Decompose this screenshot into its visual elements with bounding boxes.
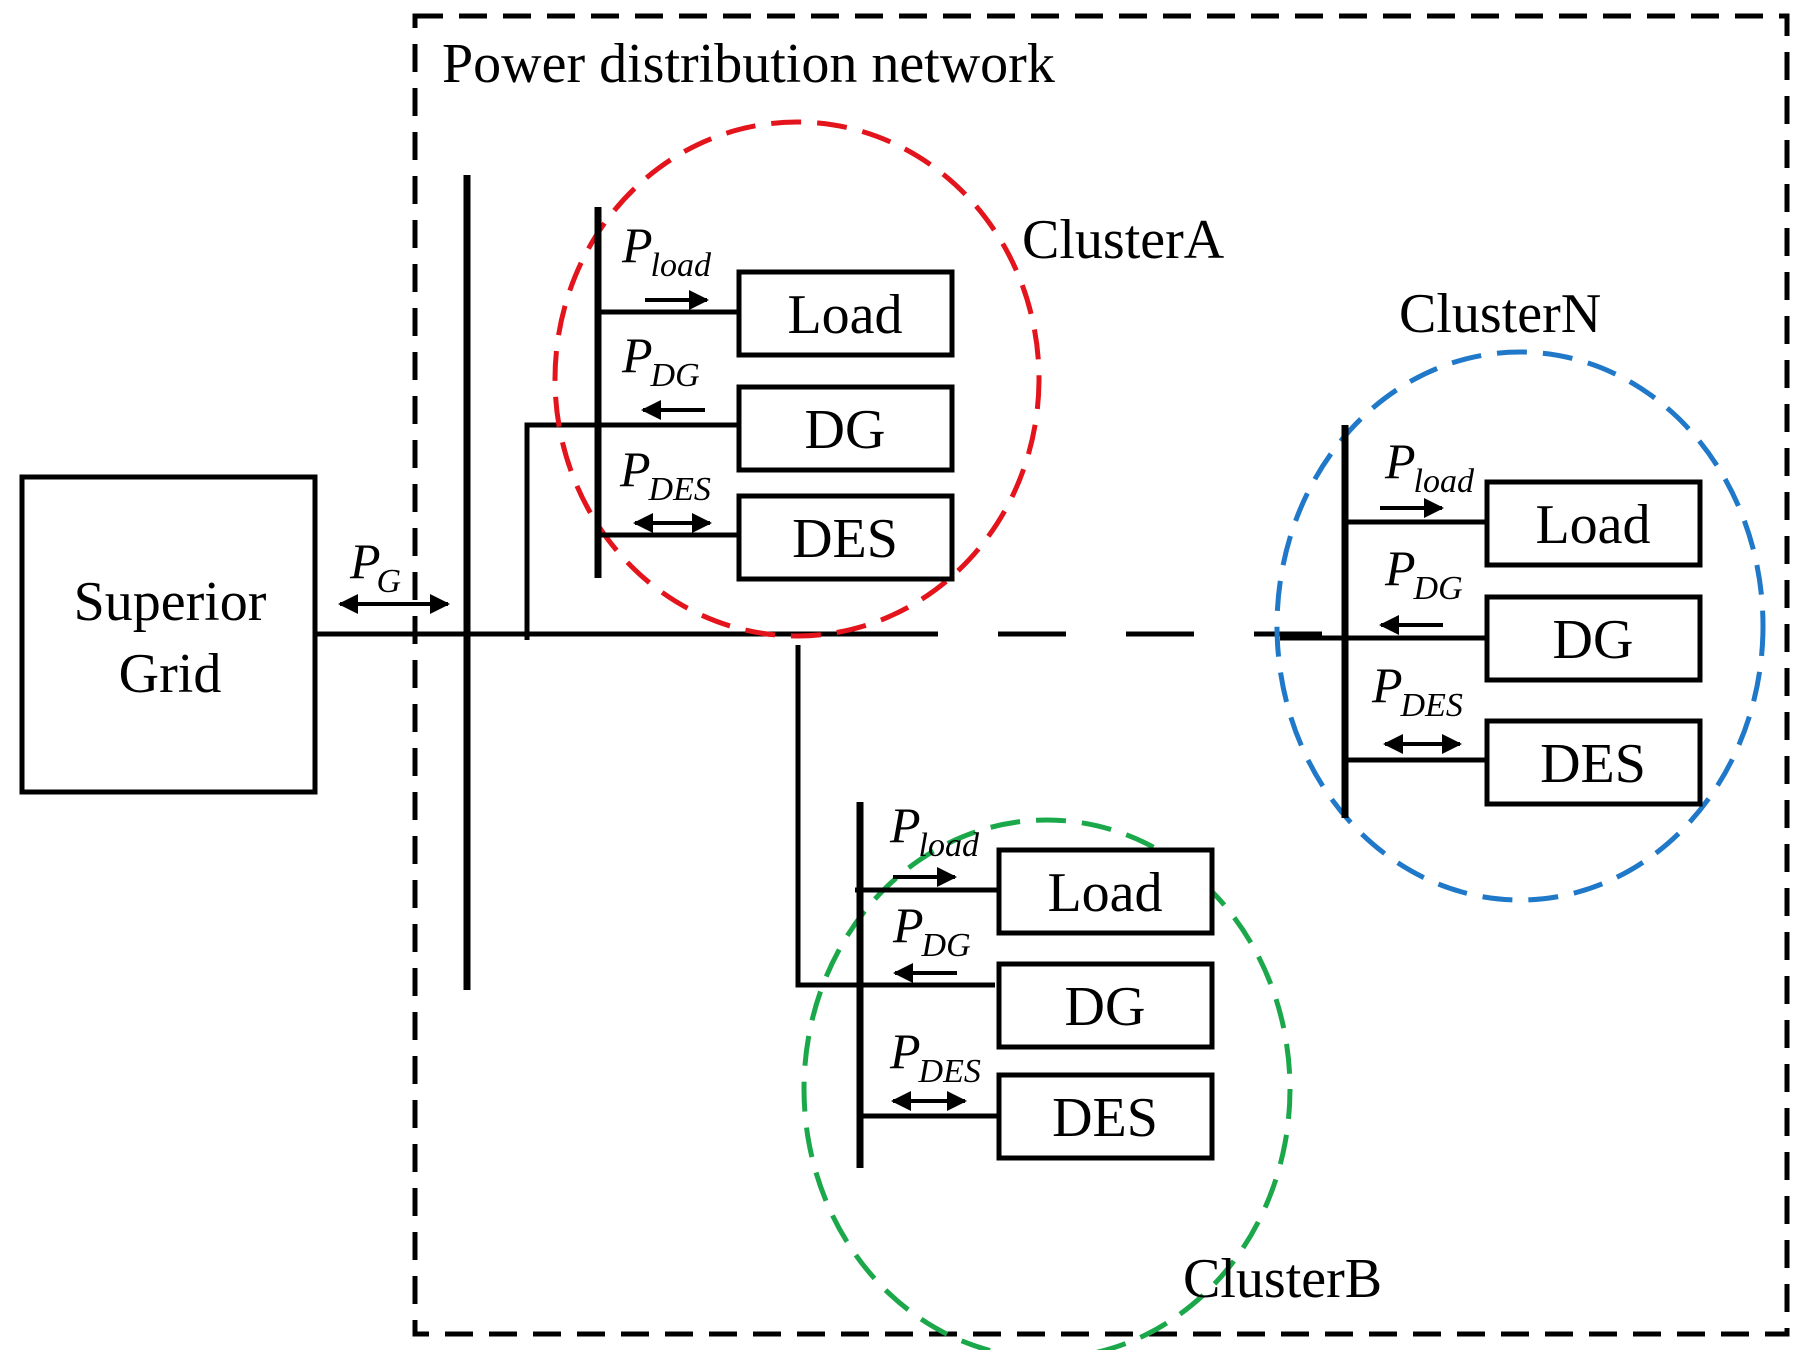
cluster-b-p-dg: PDG bbox=[892, 897, 971, 964]
pg-label: PG bbox=[349, 533, 401, 600]
superior-grid: Superior Grid bbox=[19, 474, 318, 795]
cluster-n-ring bbox=[1274, 349, 1766, 903]
cluster-b-load-box bbox=[996, 847, 1215, 936]
cluster-n-des-box bbox=[1484, 718, 1703, 807]
cluster-b: ClusterB Load DG DES Pload PDG PDES bbox=[801, 797, 1382, 1350]
cluster-n-dg-label: DG bbox=[1553, 609, 1634, 671]
network-boundary bbox=[412, 13, 1790, 1337]
cluster-b-p-load: Pload bbox=[889, 797, 980, 864]
cluster-a: ClusterA Load DG DES Pload PDG PDES bbox=[552, 119, 1225, 639]
cluster-b-des-label: DES bbox=[1052, 1087, 1158, 1149]
cluster-n-des-label: DES bbox=[1540, 733, 1646, 795]
cluster-a-des-box bbox=[736, 493, 955, 582]
cluster-a-load-box bbox=[736, 269, 955, 358]
cluster-a-dg-box bbox=[736, 384, 955, 473]
cluster-a-load-label: Load bbox=[787, 284, 902, 346]
cluster-a-p-des: PDES bbox=[619, 441, 711, 508]
superior-grid-line1: Superior bbox=[74, 571, 267, 633]
superior-grid-line2: Grid bbox=[119, 643, 222, 705]
cluster-b-label: ClusterB bbox=[1183, 1248, 1382, 1310]
cluster-n-p-des: PDES bbox=[1371, 657, 1463, 724]
cluster-n-p-dg: PDG bbox=[1384, 540, 1463, 607]
cluster-a-p-dg: PDG bbox=[621, 327, 700, 394]
cluster-a-p-load: Pload bbox=[621, 217, 712, 284]
cluster-b-load-label: Load bbox=[1047, 862, 1162, 924]
cluster-n-load-box bbox=[1484, 479, 1703, 568]
cluster-b-p-des: PDES bbox=[889, 1023, 981, 1090]
network-title: Power distribution network bbox=[442, 33, 1055, 95]
cluster-b-dg-box bbox=[996, 961, 1215, 1050]
cluster-a-label: ClusterA bbox=[1022, 209, 1225, 271]
cluster-n-p-load: Pload bbox=[1384, 433, 1475, 500]
cluster-b-ring bbox=[801, 817, 1293, 1350]
cluster-b-des-box bbox=[996, 1072, 1215, 1161]
cluster-n-label: ClusterN bbox=[1399, 283, 1601, 345]
cluster-b-feeder bbox=[795, 645, 995, 988]
cluster-n-dg-box bbox=[1484, 594, 1703, 683]
cluster-n-load-label: Load bbox=[1535, 494, 1650, 556]
superior-grid-box bbox=[19, 474, 318, 795]
cluster-b-dg-label: DG bbox=[1065, 976, 1146, 1038]
cluster-n: ClusterN Load DG DES Pload PDG PDES bbox=[1274, 283, 1766, 903]
cluster-a-dg-label: DG bbox=[805, 399, 886, 461]
cluster-a-des-label: DES bbox=[792, 508, 898, 570]
cluster-a-ring bbox=[552, 119, 1042, 639]
cluster-a-feeder bbox=[524, 422, 737, 640]
